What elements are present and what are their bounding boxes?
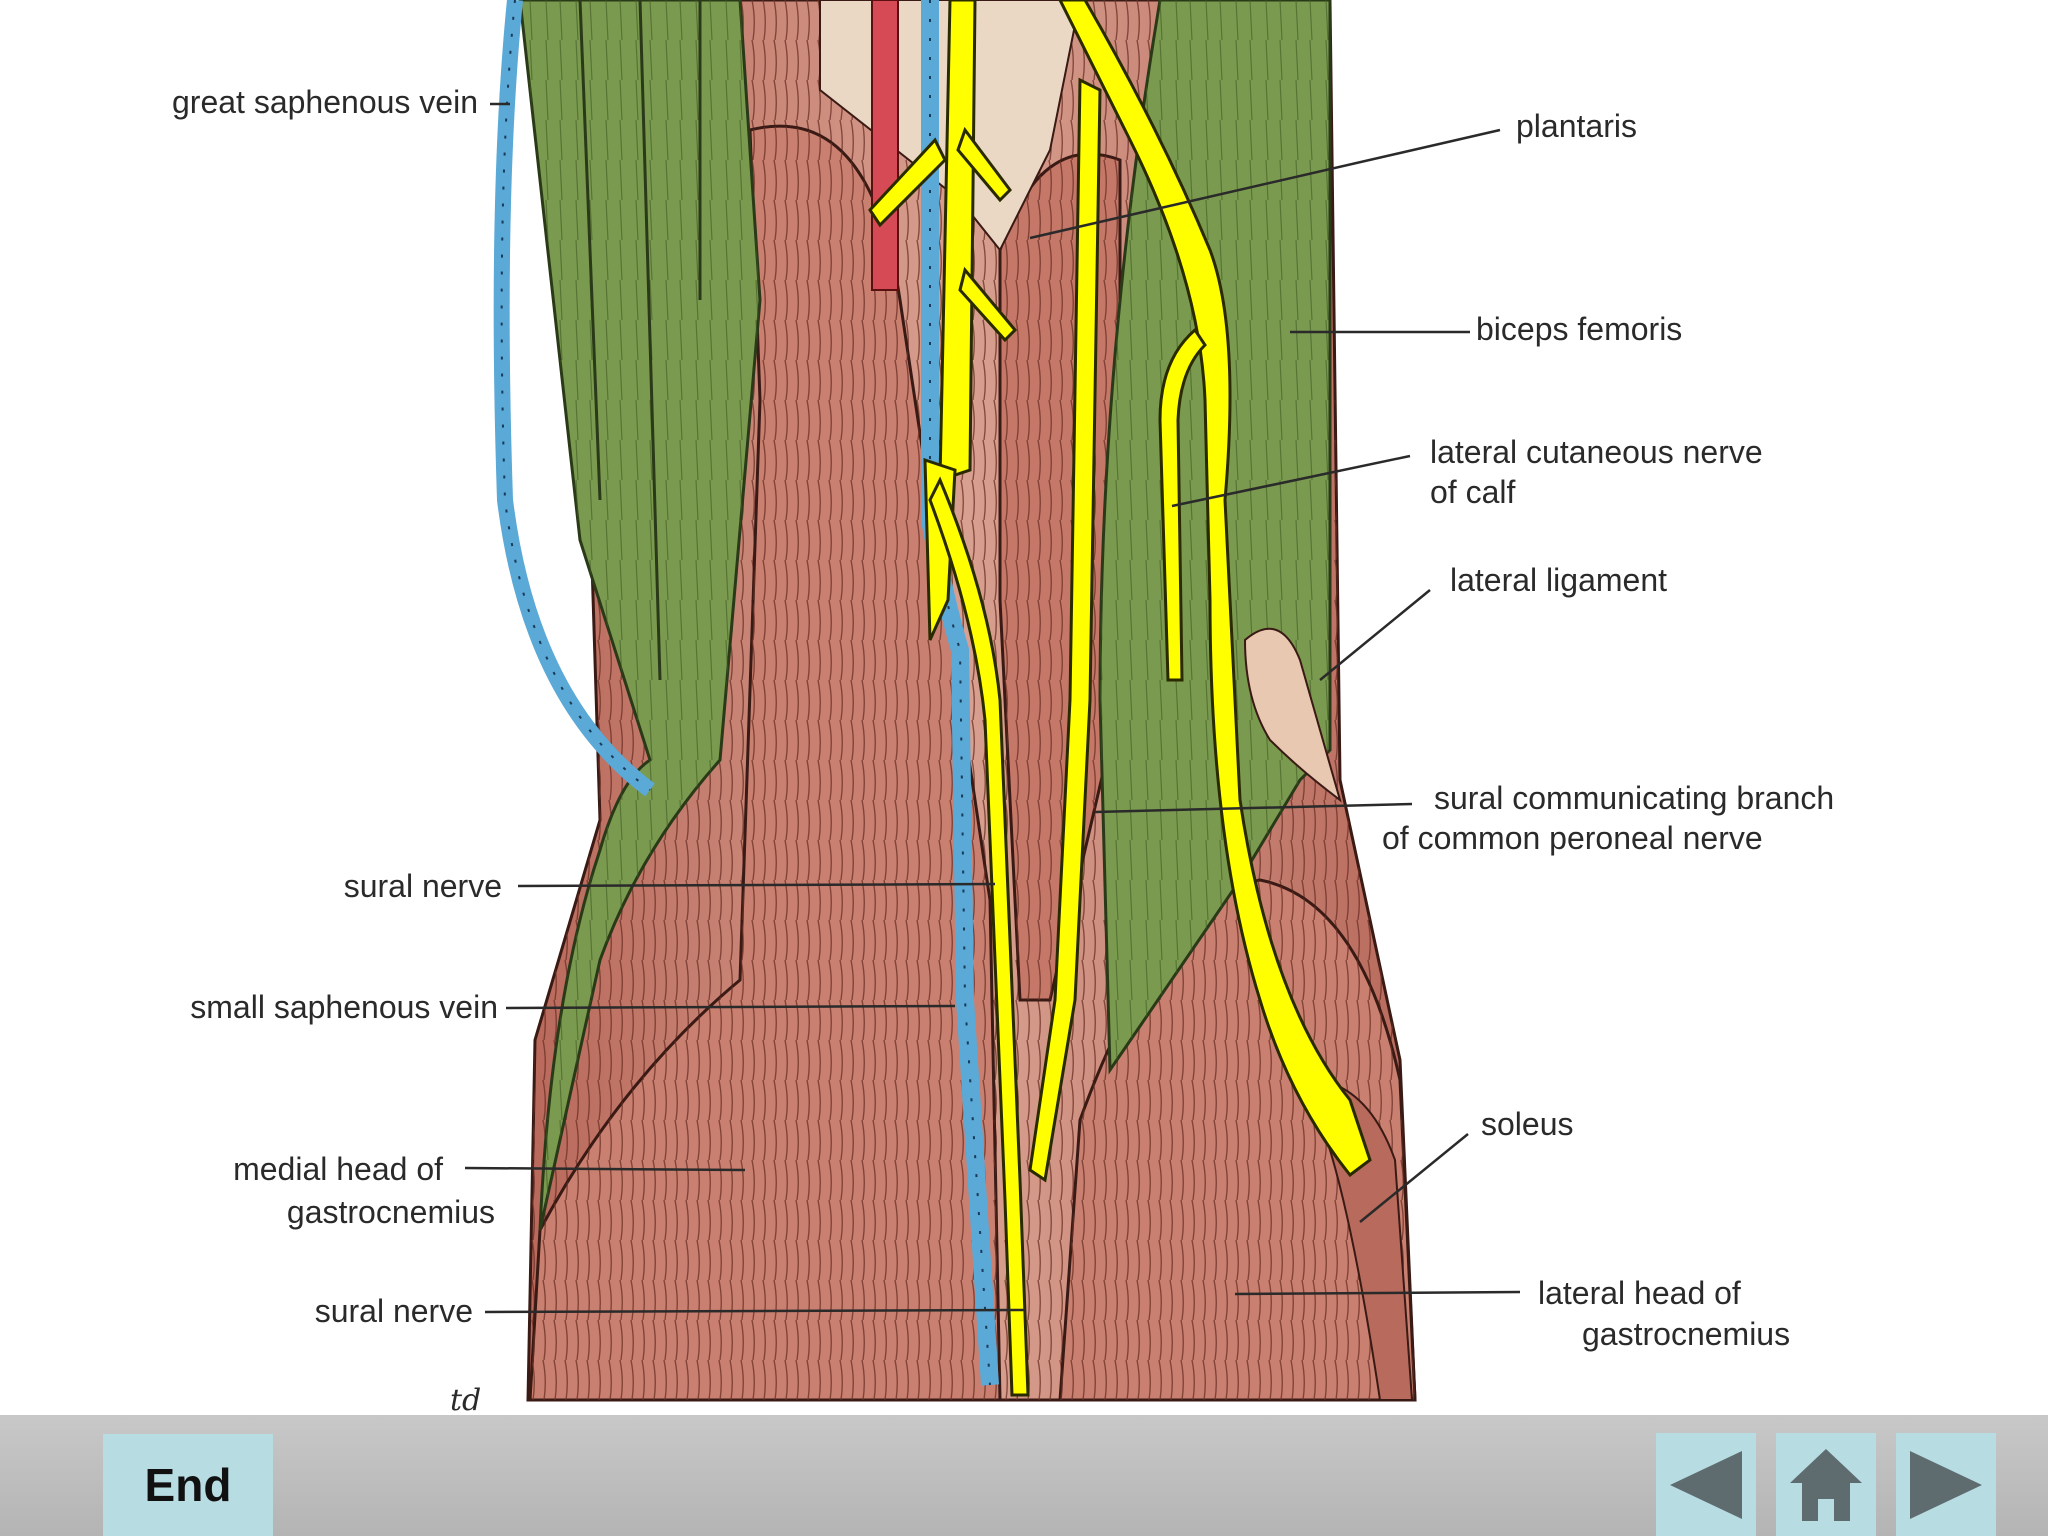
- label-lateral-head-line1: lateral head of: [1538, 1275, 1741, 1311]
- illustrator-signature: td: [450, 1383, 481, 1415]
- triangle-left-icon: [1670, 1450, 1742, 1519]
- label-lateral-cutaneous-nerve-line2: of calf: [1430, 474, 1516, 510]
- label-great-saphenous-vein: great saphenous vein: [172, 84, 478, 120]
- home-button[interactable]: [1776, 1433, 1876, 1536]
- triangle-right-icon: [1910, 1450, 1982, 1519]
- label-sural-communicating-line1: sural communicating branch: [1434, 780, 1835, 816]
- popliteal-artery: [871, 0, 899, 291]
- label-lateral-ligament: lateral ligament: [1450, 562, 1667, 598]
- next-button[interactable]: [1896, 1433, 1996, 1536]
- great-saphenous-vein-shape: [493, 0, 655, 797]
- label-soleus: soleus: [1481, 1106, 1574, 1142]
- nerves: [868, 0, 1372, 1397]
- label-plantaris: plantaris: [1516, 108, 1637, 144]
- end-button[interactable]: End: [103, 1434, 273, 1536]
- home-icon: [1790, 1448, 1862, 1521]
- label-sural-nerve-upper: sural nerve: [343, 868, 502, 904]
- label-leader-lines: [464, 102, 1521, 1314]
- label-small-saphenous-vein: small saphenous vein: [190, 989, 498, 1025]
- label-lateral-head-line2: gastrocnemius: [1582, 1316, 1791, 1352]
- label-medial-head-line2: gastrocnemius: [286, 1194, 495, 1230]
- label-sural-communicating-line2: of common peroneal nerve: [1382, 820, 1763, 856]
- label-medial-head-line1: medial head of: [233, 1151, 443, 1187]
- previous-button[interactable]: [1656, 1433, 1756, 1536]
- label-lateral-cutaneous-nerve-line1: lateral cutaneous nerve: [1430, 434, 1763, 470]
- label-biceps-femoris: biceps femoris: [1476, 311, 1683, 347]
- label-sural-nerve-lower: sural nerve: [314, 1293, 473, 1329]
- lateral-ligament-shape: [1243, 627, 1342, 803]
- leg-anatomy-illustration: td: [450, 0, 1521, 1415]
